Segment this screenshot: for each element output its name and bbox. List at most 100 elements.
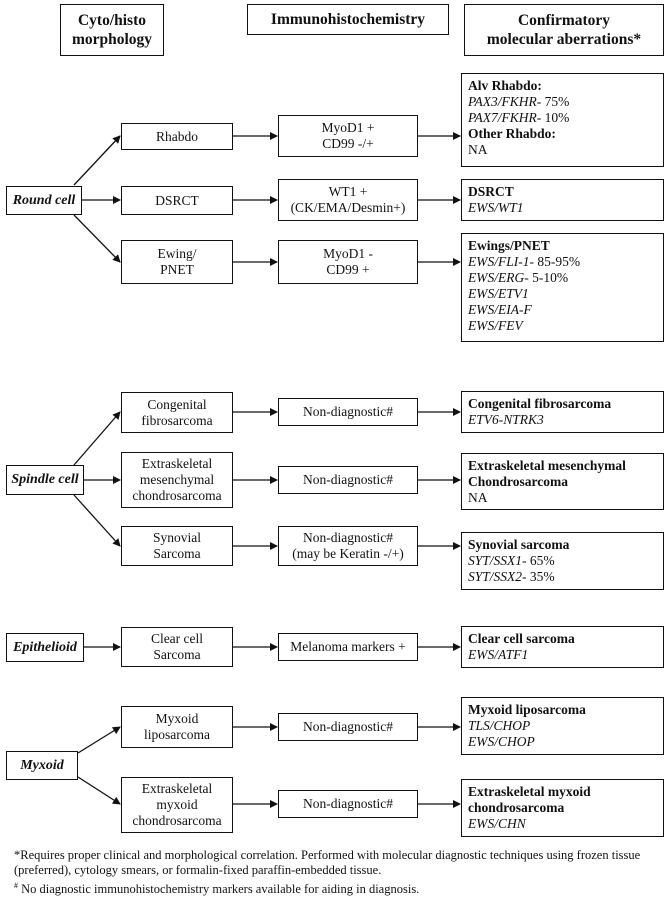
header-immunohistochemistry: Immunohistochemistry bbox=[247, 4, 449, 35]
morph-clearcell-line1: Clear cell bbox=[150, 631, 204, 646]
molecular-emyxchondro: Extraskeletal myxoid chondrosarcoma EWS/… bbox=[461, 779, 664, 837]
molecular-dsrct: DSRCT EWS/WT1 bbox=[461, 179, 664, 221]
molecular-congenital-heading: Congenital fibrosarcoma bbox=[468, 396, 612, 411]
footnote-star: *Requires proper clinical and morphologi… bbox=[14, 848, 641, 877]
ihc-dsrct-line2: (CK/EMA/Desmin+) bbox=[290, 200, 406, 215]
molecular-synovial-fusion-pct: - 35% bbox=[522, 569, 555, 584]
footnote-hash: # No diagnostic immunohistochemistry mar… bbox=[14, 878, 664, 897]
morph-ewing-line2: PNET bbox=[160, 262, 194, 277]
morph-myxlipo: Myxoid liposarcoma bbox=[121, 706, 233, 748]
molecular-clearcell-fusion: EWS/ATF1 bbox=[468, 647, 529, 662]
header-molecular-line1: Confirmatory bbox=[517, 12, 611, 29]
morph-synovial: Synovial Sarcoma bbox=[121, 526, 233, 566]
morph-emyxchondro-line2: myxoid bbox=[156, 797, 198, 812]
morph-synovial-line2: Sarcoma bbox=[153, 546, 201, 561]
molecular-ewing-fusion: EWS/ETV1 bbox=[468, 286, 529, 301]
ihc-ewing-line1: MyoD1 - bbox=[323, 246, 373, 261]
molecular-synovial-fusion: SYT/SSX2 bbox=[468, 569, 523, 584]
molecular-ewing-fusion-pct: - 5-10% bbox=[524, 270, 569, 285]
molecular-myxlipo-fusion: TLS/CHOP bbox=[468, 718, 531, 733]
morph-ewing: Ewing/ PNET bbox=[121, 240, 233, 284]
header-morphology-line2: morphology bbox=[71, 31, 153, 48]
morph-clearcell-line2: Sarcoma bbox=[153, 647, 201, 662]
molecular-emc-heading: Chondrosarcoma bbox=[468, 474, 569, 489]
molecular-clearcell: Clear cell sarcoma EWS/ATF1 bbox=[461, 626, 664, 668]
ihc-emyxchondro: Non-diagnostic# bbox=[278, 790, 418, 818]
header-morphology-line1: Cyto/histo bbox=[77, 12, 147, 29]
molecular-ewing-fusion: EWS/FLI-1 bbox=[468, 254, 530, 269]
morph-clearcell: Clear cell Sarcoma bbox=[121, 627, 233, 667]
ihc-rhabdo-line1: MyoD1 + bbox=[321, 120, 375, 135]
morph-congenital: Congenital fibrosarcoma bbox=[121, 392, 233, 433]
ihc-clearcell-line1: Melanoma markers + bbox=[290, 639, 406, 654]
morph-rhabdo-line1: Rhabdo bbox=[156, 128, 198, 144]
molecular-rhabdo-fusion: PAX7/FKHR bbox=[468, 110, 537, 125]
header-molecular-line2: molecular aberrations* bbox=[486, 31, 642, 48]
ihc-myxlipo: Non-diagnostic# bbox=[278, 713, 418, 741]
molecular-synovial-heading: Synovial sarcoma bbox=[468, 537, 570, 552]
molecular-myxlipo: Myxoid liposarcoma TLS/CHOP EWS/CHOP bbox=[461, 697, 664, 755]
molecular-ewing-fusion: EWS/FEV bbox=[468, 318, 523, 333]
molecular-clearcell-heading: Clear cell sarcoma bbox=[468, 631, 575, 646]
ihc-congenital-line1: Non-diagnostic# bbox=[303, 404, 393, 419]
ihc-ewing: MyoD1 - CD99 + bbox=[278, 240, 418, 284]
molecular-dsrct-fusion: EWS/WT1 bbox=[468, 200, 524, 215]
morph-congenital-line1: Congenital bbox=[147, 396, 207, 412]
molecular-myxlipo-heading: Myxoid liposarcoma bbox=[468, 702, 586, 717]
molecular-emyxchondro-heading: chondrosarcoma bbox=[468, 800, 565, 815]
ihc-synovial-line1: Non-diagnostic# bbox=[303, 530, 393, 545]
morph-emyxchondro-line1: Extraskeletal bbox=[141, 781, 213, 796]
morph-dsrct-line1: DSRCT bbox=[155, 192, 199, 208]
footnote-hash-text: No diagnostic immunohistochemistry marke… bbox=[18, 882, 420, 897]
category-spindle-cell: Spindle cell bbox=[6, 465, 84, 495]
molecular-rhabdo: Alv Rhabdo: PAX3/FKHR- 75% PAX7/FKHR- 10… bbox=[461, 73, 664, 167]
category-epithelioid-label: Epithelioid bbox=[13, 639, 77, 655]
morph-dsrct: DSRCT bbox=[121, 186, 233, 215]
molecular-synovial-fusion: SYT/SSX1 bbox=[468, 553, 523, 568]
molecular-ewing-fusion-pct: - 85-95% bbox=[529, 254, 581, 269]
morph-emc-line1: Extraskeletal bbox=[141, 456, 213, 471]
footnote-hash-mark: # bbox=[14, 881, 18, 890]
ihc-dsrct: WT1 + (CK/EMA/Desmin+) bbox=[278, 179, 418, 221]
molecular-synovial: Synovial sarcoma SYT/SSX1- 65% SYT/SSX2-… bbox=[461, 532, 664, 590]
molecular-emc-heading: Extraskeletal mesenchymal bbox=[468, 458, 626, 473]
molecular-emyxchondro-fusion: EWS/CHN bbox=[468, 816, 526, 831]
footnotes: *Requires proper clinical and morphologi… bbox=[14, 848, 664, 897]
molecular-ewing: Ewings/PNET EWS/FLI-1- 85-95% EWS/ERG- 5… bbox=[461, 233, 664, 342]
morph-emyxchondro: Extraskeletal myxoid chondrosarcoma bbox=[121, 777, 233, 833]
ihc-rhabdo-line2: CD99 -/+ bbox=[322, 136, 374, 151]
molecular-rhabdo-na: NA bbox=[468, 142, 488, 157]
molecular-emyxchondro-heading: Extraskeletal myxoid bbox=[468, 784, 591, 799]
molecular-rhabdo-fusion-pct: - 75% bbox=[536, 94, 570, 109]
morph-congenital-line2: fibrosarcoma bbox=[141, 412, 213, 428]
ihc-synovial-line2: (may be Keratin -/+) bbox=[292, 546, 404, 561]
morph-myxlipo-line1: Myxoid bbox=[155, 711, 199, 726]
morph-emyxchondro-line3: chondrosarcoma bbox=[132, 813, 222, 828]
ihc-rhabdo: MyoD1 + CD99 -/+ bbox=[278, 115, 418, 157]
molecular-rhabdo-heading: Alv Rhabdo: bbox=[468, 78, 542, 93]
ihc-synovial: Non-diagnostic# (may be Keratin -/+) bbox=[278, 526, 418, 566]
morph-emc-line3: chondrosarcoma bbox=[132, 488, 222, 503]
molecular-congenital: Congenital fibrosarcoma ETV6-NTRK3 bbox=[461, 391, 664, 433]
category-round-cell-label: Round cell bbox=[12, 192, 76, 208]
molecular-ewing-heading: Ewings/PNET bbox=[468, 238, 550, 253]
ihc-congenital: Non-diagnostic# bbox=[278, 398, 418, 426]
molecular-emc-na: NA bbox=[468, 490, 488, 505]
molecular-rhabdo-fusion-pct: - 10% bbox=[536, 110, 570, 125]
ihc-emyxchondro-line1: Non-diagnostic# bbox=[303, 796, 393, 811]
header-ihc-label: Immunohistochemistry bbox=[270, 11, 426, 28]
molecular-synovial-fusion-pct: - 65% bbox=[522, 553, 555, 568]
ihc-clearcell: Melanoma markers + bbox=[278, 633, 418, 661]
morph-ewing-line1: Ewing/ bbox=[157, 246, 197, 261]
ihc-ewing-line2: CD99 + bbox=[326, 262, 370, 277]
category-epithelioid: Epithelioid bbox=[6, 633, 84, 662]
morph-synovial-line1: Synovial bbox=[152, 530, 201, 545]
morph-emc-line2: mesenchymal bbox=[139, 472, 215, 487]
header-molecular: Confirmatory molecular aberrations* bbox=[464, 4, 664, 56]
molecular-ewing-fusion: EWS/ERG bbox=[468, 270, 525, 285]
ihc-myxlipo-line1: Non-diagnostic# bbox=[303, 719, 393, 734]
category-spindle-cell-label: Spindle cell bbox=[11, 472, 79, 487]
header-morphology: Cyto/histo morphology bbox=[60, 4, 164, 56]
category-round-cell: Round cell bbox=[6, 186, 82, 215]
